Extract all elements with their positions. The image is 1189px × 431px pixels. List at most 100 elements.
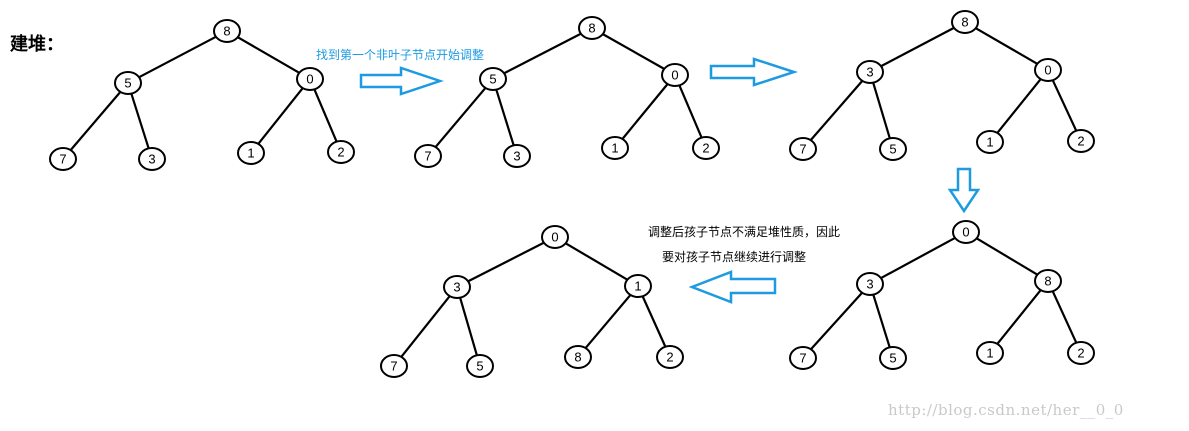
tree-step1-edge-left-ll (433, 86, 488, 149)
tree-final-node-left (443, 275, 471, 299)
tree-step1-edge-root-right (600, 32, 667, 71)
tree-step3-node-rr (1067, 341, 1095, 365)
tree-step2-node-root (951, 10, 979, 34)
tree-step3-node-root (952, 220, 980, 244)
tree-initial-node-label-left: 5 (124, 76, 131, 91)
tree-step2-node-label-rr: 2 (1077, 134, 1084, 149)
tree-initial-node-right (296, 67, 324, 91)
tree-final-node-right (624, 274, 652, 298)
tree-step1-edge-left-lr (494, 87, 516, 148)
tree-step2-edge-right-rl (995, 77, 1043, 135)
tree-step3-node-label-rr: 2 (1077, 346, 1084, 361)
tree-step1-node-label-root: 8 (588, 21, 595, 36)
tree-initial-node-label-ll: 7 (59, 152, 66, 167)
tree-step3-edge-right-rr (1051, 289, 1078, 345)
tree-step2-node-ll (789, 137, 817, 161)
tree-step1-node-ll (414, 144, 442, 168)
tree-step3-edge-left-lr (871, 292, 892, 350)
tree-final-edge-root-right (563, 241, 630, 282)
tree-step1-node-right (661, 63, 689, 87)
tree-step1-node-rr (692, 136, 720, 160)
tree-step3-node-lr (879, 346, 907, 370)
tree-step1-node-label-lr: 3 (513, 149, 520, 164)
tree-step3-edge-root-right (974, 236, 1040, 277)
tree-step3-node-label-rl: 1 (986, 346, 993, 361)
tree-step2-edge-root-left (879, 26, 956, 68)
tree-initial-edge-right-rl (256, 86, 305, 146)
tree-step3-node-label-lr: 5 (889, 351, 896, 366)
tree-step1-node-lr (503, 144, 531, 168)
tree-final-node-lr (466, 354, 494, 378)
tree-step1-node-label-rl: 1 (611, 141, 618, 156)
tree-step3-edge-right-rl (995, 288, 1043, 346)
tree-step1-node-label-left: 5 (489, 72, 496, 87)
tree-step1-node-left (479, 67, 507, 91)
tree-step3-node-ll (789, 346, 817, 370)
tree-step3-node-right (1034, 269, 1062, 293)
arrow-step1 (359, 66, 444, 96)
tree-initial-node-label-rl: 1 (247, 146, 254, 161)
tree-initial-node-label-lr: 3 (148, 152, 155, 167)
tree-initial-node-rl (237, 141, 265, 165)
watermark: http://blog.csdn.net/her__0_0 (888, 401, 1124, 419)
arrow-step3 (947, 167, 981, 214)
tree-initial-node-lr (138, 147, 166, 171)
tree-initial-node-label-right: 0 (306, 72, 313, 87)
tree-final-node-rr (656, 345, 684, 369)
tree-step2-edge-right-rr (1051, 78, 1078, 133)
tree-initial-node-root (213, 19, 241, 43)
tree-step1-node-label-ll: 7 (424, 149, 431, 164)
tree-step2-node-lr (879, 137, 907, 161)
tree-initial-node-label-root: 8 (223, 24, 230, 39)
tree-step1-edge-root-left (502, 32, 583, 75)
tree-final-node-label-right: 1 (634, 279, 641, 294)
tree-step3-node-label-right: 8 (1044, 274, 1051, 289)
tree-initial-node-label-rr: 2 (337, 145, 344, 160)
tree-step2-node-label-ll: 7 (799, 142, 806, 157)
tree-step3-node-label-left: 3 (866, 277, 873, 292)
tree-final-edge-left-ll (399, 294, 452, 359)
tree-step2-node-rr (1067, 129, 1095, 153)
tree-step3-node-label-ll: 7 (799, 351, 806, 366)
tree-step3-node-label-root: 0 (962, 225, 969, 240)
tree-final-edge-right-rr (641, 294, 667, 349)
tree-step1-node-label-rr: 2 (702, 141, 709, 156)
tree-step2-node-label-right: 0 (1044, 63, 1051, 78)
arrow-step4 (688, 270, 777, 304)
tree-final-node-label-root: 0 (551, 230, 558, 245)
tree-final-edge-left-lr (458, 295, 479, 358)
tree-step3-node-left (856, 272, 884, 296)
caption-first-step: 找到第一个非叶子节点开始调整 (316, 48, 485, 62)
tree-step2-node-label-left: 3 (866, 65, 873, 80)
tree-step2-edge-left-ll (808, 79, 865, 142)
tree-step2-node-label-root: 8 (961, 15, 968, 30)
tree-initial-node-rr (327, 140, 355, 164)
tree-initial-edge-left-ll (68, 90, 123, 152)
tree-step2-edge-left-lr (871, 80, 892, 141)
tree-initial-node-ll (49, 147, 77, 171)
tree-final-node-rl (564, 345, 592, 369)
tree-final-node-root (541, 225, 569, 249)
tree-initial-edge-root-left (137, 35, 218, 79)
tree-initial-node-left (114, 71, 142, 95)
tree-final-edge-right-rl (583, 293, 633, 350)
tree-step3-edge-left-ll (809, 290, 864, 352)
tree-final-node-label-ll: 7 (390, 359, 397, 374)
caption-note-line1: 调整后孩子节点不满足堆性质，因此 (648, 225, 841, 239)
tree-initial-edge-left-lr (129, 91, 151, 151)
tree-step2-node-label-lr: 5 (889, 142, 896, 157)
tree-final-node-label-rr: 2 (666, 350, 673, 365)
tree-step2-node-right (1034, 58, 1062, 82)
tree-step3-node-rl (976, 341, 1004, 365)
tree-step2-node-rl (976, 130, 1004, 154)
tree-step1-node-rl (601, 136, 629, 160)
tree-final-node-label-lr: 5 (476, 359, 483, 374)
tree-final-edge-root-left (466, 241, 546, 283)
tree-step1-edge-right-rl (620, 82, 670, 141)
tree-step2-node-label-rl: 1 (986, 135, 993, 150)
tree-step2-node-left (856, 60, 884, 84)
tree-final-node-label-rl: 8 (574, 350, 581, 365)
tree-final-node-label-left: 3 (453, 280, 460, 295)
caption-note-line2: 要对孩子节点继续进行调整 (662, 250, 807, 264)
